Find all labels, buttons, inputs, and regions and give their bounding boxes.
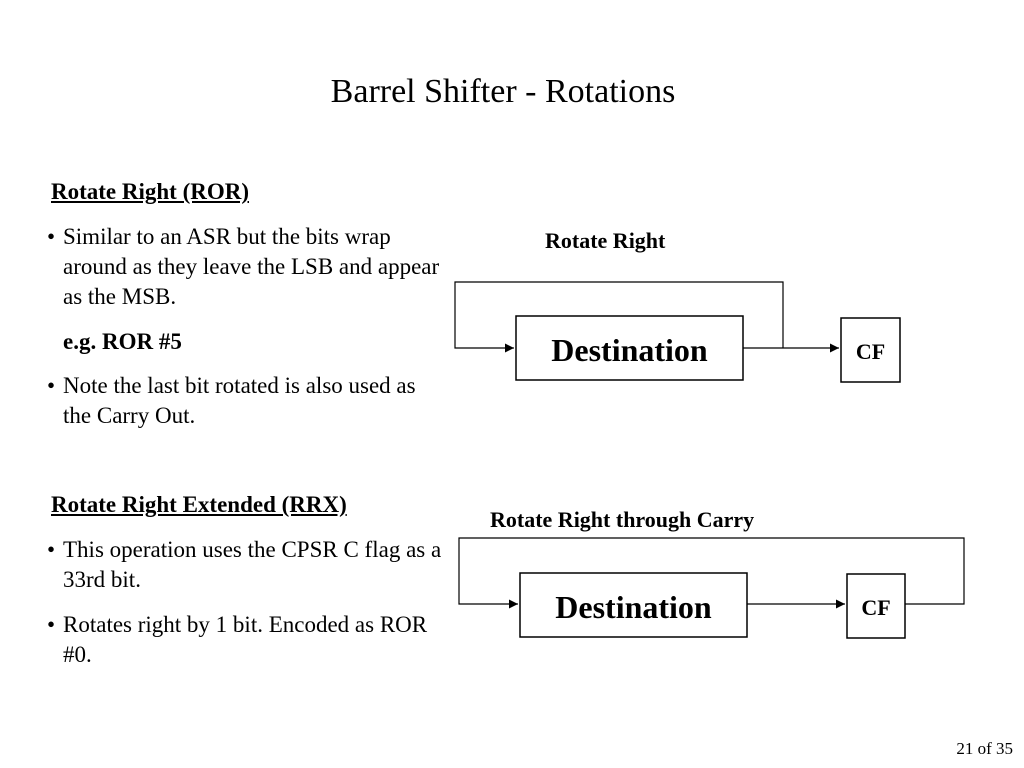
ror-bullet-2: • Note the last bit rotated is also used… xyxy=(47,371,447,431)
ror-bullet-1-text: Similar to an ASR but the bits wrap arou… xyxy=(63,224,440,309)
wrap-arrow-rrx xyxy=(458,537,965,609)
rrx-bullet-2-text: Rotates right by 1 bit. Encoded as ROR #… xyxy=(63,612,428,667)
cf-label-rrx: CF xyxy=(861,595,890,620)
rrx-bullet-1: • This operation uses the CPSR C flag as… xyxy=(47,535,447,595)
destination-box-rrx xyxy=(519,572,748,638)
ror-example: e.g. ROR #5 xyxy=(63,329,182,354)
bullet-mark: • xyxy=(47,537,56,562)
destination-box-ror xyxy=(515,315,744,381)
rotate-carry-diagram: Destination CF xyxy=(458,537,965,639)
ror-bullet-2-text: Note the last bit rotated is also used a… xyxy=(63,373,416,428)
destination-label-ror: Destination xyxy=(551,332,708,368)
bullet-mark: • xyxy=(47,224,56,249)
wrap-arrow-ror xyxy=(454,281,784,353)
cf-box-rrx xyxy=(846,573,906,639)
rotate-carry-label: Rotate Right through Carry xyxy=(490,507,755,532)
slide-title: Barrel Shifter - Rotations xyxy=(330,73,676,110)
cf-label-ror: CF xyxy=(856,339,885,364)
ror-bullet-1: • Similar to an ASR but the bits wrap ar… xyxy=(47,222,447,312)
destination-label-rrx: Destination xyxy=(555,589,712,625)
rotate-right-label: Rotate Right xyxy=(545,228,666,253)
ror-heading: Rotate Right (ROR) xyxy=(51,179,250,204)
rotate-right-diagram: Destination CF xyxy=(454,281,901,383)
page-number: 21 of 35 xyxy=(956,739,1013,758)
bullet-mark: • xyxy=(47,612,56,637)
rrx-bullet-1-text: This operation uses the CPSR C flag as a… xyxy=(63,537,442,592)
bullet-mark: • xyxy=(47,373,56,398)
rrx-heading: Rotate Right Extended (RRX) xyxy=(51,492,347,517)
cf-box-ror xyxy=(840,317,901,383)
rrx-bullet-2: • Rotates right by 1 bit. Encoded as ROR… xyxy=(47,610,447,670)
